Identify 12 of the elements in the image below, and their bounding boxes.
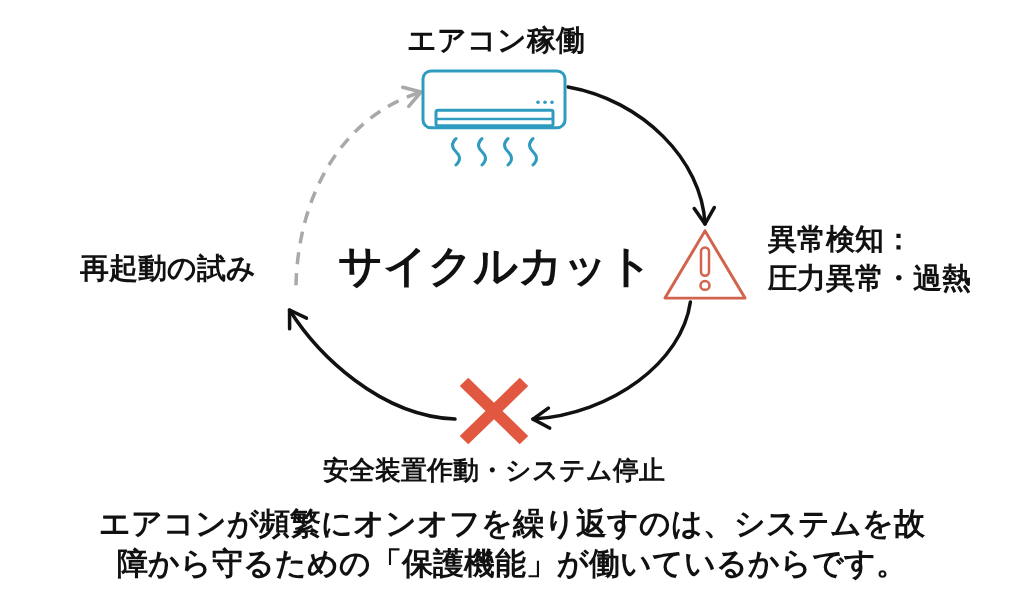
arrow: [566, 85, 715, 226]
step-label: 圧力異常・過熱: [768, 260, 971, 297]
arrow: [531, 300, 693, 429]
dashed-arrow: [294, 86, 423, 286]
cycle-title: サイクルカット: [337, 239, 653, 293]
arrow: [287, 308, 457, 421]
step-label: エアコン稼働: [407, 22, 585, 59]
step-label: 異常検知：: [768, 221, 913, 258]
air-conditioner-icon: [421, 67, 568, 167]
step-label: 再起動の試み: [80, 250, 256, 287]
step-label: 安全装置作動・システム停止: [323, 454, 665, 487]
caption: エアコンが頻繁にオンオフを繰り返すのは、システムを故障から守るための「保護機能」が働いているからです。: [98, 504, 926, 583]
